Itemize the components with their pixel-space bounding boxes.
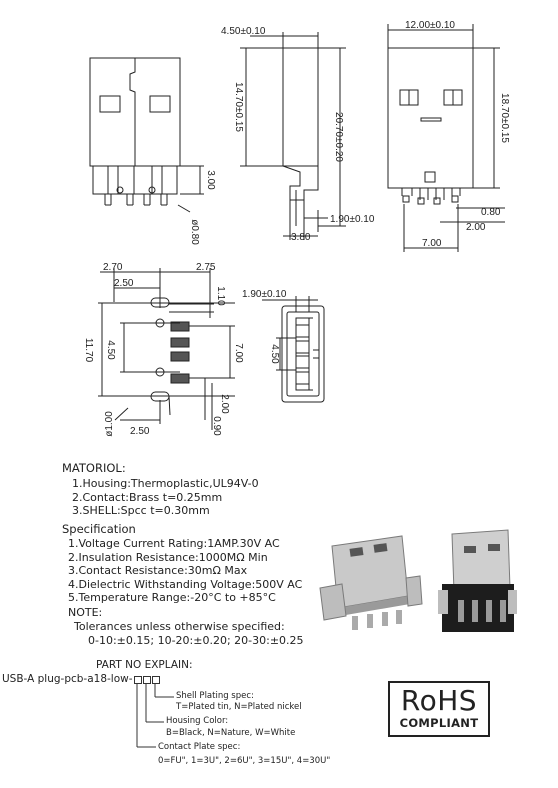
part-no-box-2 xyxy=(143,676,151,684)
dim-18-70: 18.70±0.15 xyxy=(499,93,510,143)
dim-20-70: 20.70±0.20 xyxy=(333,112,344,162)
spec-item: 4.Dielectric Withstanding Voltage:500V A… xyxy=(68,577,303,591)
technical-drawing: 4.50±0.10 12.00±0.10 14.70±0.15 20.70±0.… xyxy=(83,20,510,437)
photo-connector-left xyxy=(319,535,423,630)
part-no-box-1 xyxy=(134,676,142,684)
rohs-main-text: RoHS xyxy=(400,684,478,717)
dim-1-90: 1.90±0.10 xyxy=(330,214,375,225)
material-list: 1.Housing:Thermoplastic,UL94V-0 2.Contac… xyxy=(72,477,259,518)
dim-11-70: 11.70 xyxy=(83,338,94,363)
dim-4-50: 4.50±0.10 xyxy=(221,26,266,37)
dim-14-70: 14.70±0.15 xyxy=(233,82,244,132)
dim-7-00-v: 7.00 xyxy=(233,343,244,363)
contact-plate-title: Contact Plate spec: xyxy=(158,742,241,752)
dim-2-70: 2.70 xyxy=(103,262,123,273)
rear-view xyxy=(387,24,505,252)
dim-4-50-end: 4.50 xyxy=(269,344,280,364)
product-photo xyxy=(312,516,517,651)
housing-color-title: Housing Color: xyxy=(166,716,229,726)
pcb-footprint xyxy=(98,268,235,430)
dim-3-00: 3.00 xyxy=(205,170,216,190)
dim-4-50-small: 4.50 xyxy=(105,340,116,360)
front-view xyxy=(89,57,204,213)
part-no-box-3 xyxy=(152,676,160,684)
dim-1-90-b: 1.90±0.10 xyxy=(242,289,287,300)
dim-0-80: 0.80 xyxy=(481,207,501,218)
end-view xyxy=(262,296,325,403)
dim-12-00: 12.00±0.10 xyxy=(405,20,455,31)
dim-7-00: 7.00 xyxy=(422,238,442,249)
material-item: 1.Housing:Thermoplastic,UL94V-0 xyxy=(72,477,259,490)
contact-plate-options: 0=FU", 1=3U", 2=6U", 3=15U", 4=30U" xyxy=(158,756,331,766)
note-title: NOTE: xyxy=(68,606,103,619)
dim-0-90: 0.90 xyxy=(211,416,222,436)
dim-dia-1-00: ø1.00 xyxy=(104,411,115,437)
rohs-sub-text: COMPLIANT xyxy=(399,716,479,730)
shell-plating-title: Shell Plating spec: xyxy=(176,691,254,701)
dim-2-75: 2.75 xyxy=(196,262,216,273)
material-item: 3.SHELL:Spcc t=0.30mm xyxy=(72,504,210,518)
dim-2-50-top: 2.50 xyxy=(114,278,134,289)
dim-2-00: 2.00 xyxy=(466,222,486,233)
dim-2-50-bot: 2.50 xyxy=(130,426,150,437)
rohs-badge: RoHS COMPLIANT xyxy=(388,681,490,737)
spec-item: 5.Temperature Range:-20°C to +85°C xyxy=(68,591,276,605)
material-item: 2.Contact:Brass t=0.25mm xyxy=(72,490,223,504)
dim-dia-0-80: ø0.80 xyxy=(189,219,200,245)
tolerance-line: Tolerances unless otherwise specified: xyxy=(74,620,285,633)
specification-title: Specification xyxy=(62,522,136,536)
dim-2-00-v: 2.00 xyxy=(219,394,230,414)
housing-color-options: B=Black, N=Nature, W=White xyxy=(166,728,296,738)
spec-item: 3.Contact Resistance:30mΩ Max xyxy=(68,564,248,578)
photo-connector-right xyxy=(438,529,517,632)
dim-3-80: 3.80 xyxy=(291,232,311,243)
tolerance-values: 0-10:±0.15; 10-20:±0.20; 20-30:±0.25 xyxy=(88,634,304,647)
shell-plating-options: T=Plated tin, N=Plated nickel xyxy=(176,702,302,712)
specification-list: 1.Voltage Current Rating:1AMP.30V AC 2.I… xyxy=(68,537,302,605)
dim-1-10: 1.10 xyxy=(215,286,226,306)
part-no-title: PART NO EXPLAIN: xyxy=(96,659,193,671)
side-view xyxy=(240,32,346,240)
spec-item: 1.Voltage Current Rating:1AMP.30V AC xyxy=(68,537,280,550)
spec-item: 2.Insulation Resistance:1000MΩ Min xyxy=(68,550,268,564)
material-title: MATORIOL: xyxy=(62,461,126,475)
part-no-model: USB-A plug-pcb-a18-low- xyxy=(2,673,133,685)
